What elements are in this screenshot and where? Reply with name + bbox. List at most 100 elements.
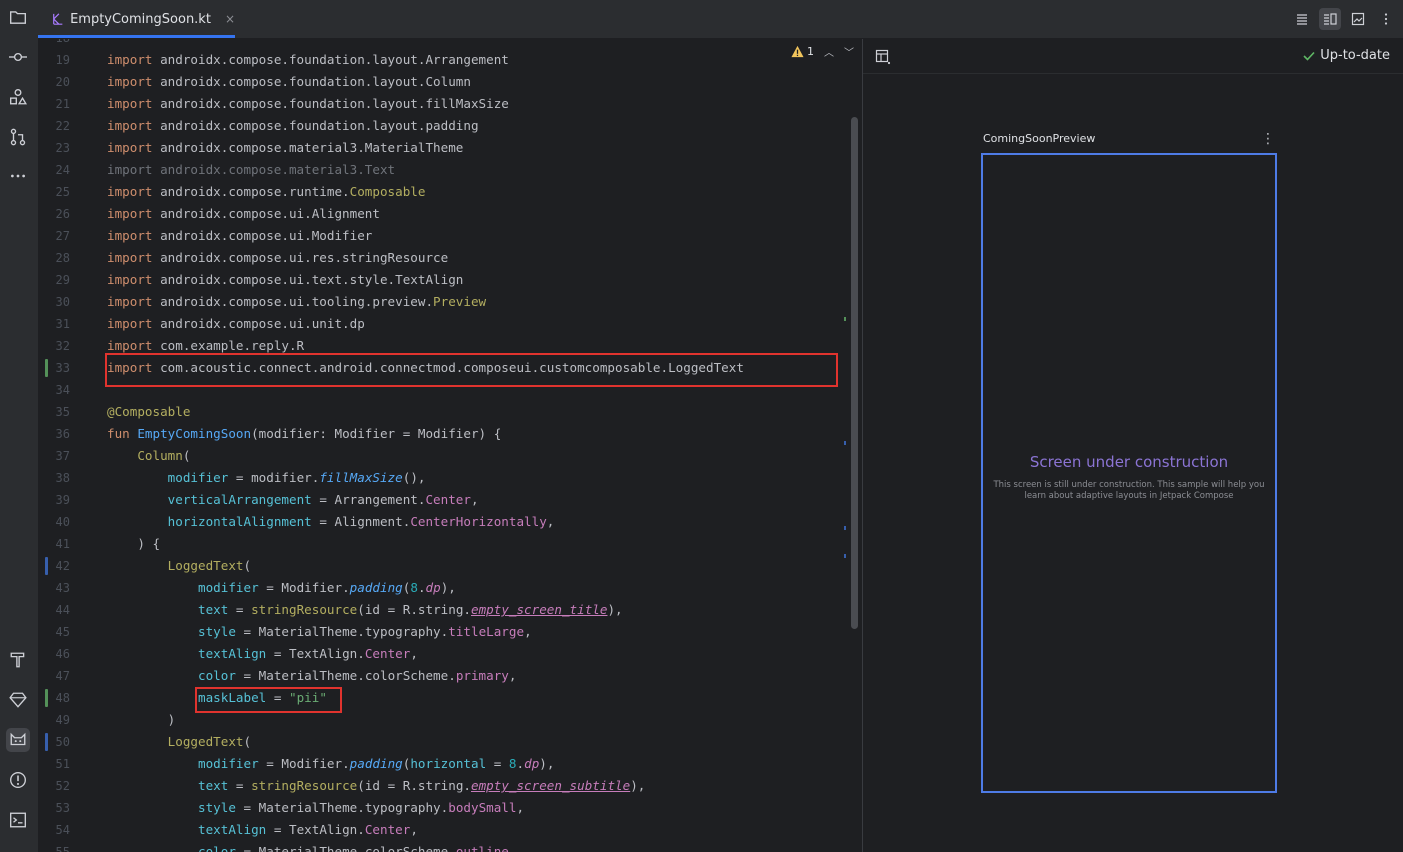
code-line[interactable]: LoggedText(	[107, 555, 251, 577]
change-marker-added[interactable]	[45, 359, 48, 377]
tab-options-icon[interactable]	[1375, 8, 1397, 30]
code-line[interactable]: verticalArrangement = Arrangement.Center…	[107, 489, 479, 511]
android-cat-icon[interactable]	[6, 728, 30, 752]
code-line[interactable]: text = stringResource(id = R.string.empt…	[107, 775, 645, 797]
code-token: androidx.compose.foundation.layout.Colum…	[152, 74, 471, 89]
preview-menu-icon[interactable]: ⋮	[1261, 131, 1275, 147]
commit-icon[interactable]	[6, 45, 30, 69]
code-line[interactable]: import androidx.compose.foundation.layou…	[107, 115, 479, 137]
code-line[interactable]: import androidx.compose.ui.Modifier	[107, 225, 372, 247]
pull-requests-icon[interactable]	[6, 125, 30, 149]
project-icon[interactable]	[6, 5, 30, 29]
build-icon[interactable]	[6, 648, 30, 672]
line-number: 46	[55, 647, 70, 661]
line-number: 54	[55, 823, 70, 837]
code-token: (	[402, 756, 411, 771]
code-line[interactable]: modifier = Modifier.padding(8.dp),	[107, 577, 456, 599]
import-highlight-box	[105, 353, 838, 387]
code-line[interactable]: import androidx.compose.ui.res.stringRes…	[107, 247, 448, 269]
code-token: import	[107, 294, 153, 309]
chevron-down-icon[interactable]: ﹀	[844, 48, 854, 59]
code-token: import	[107, 228, 153, 243]
code-token: =	[486, 756, 509, 771]
code-line[interactable]: ) {	[107, 533, 160, 555]
line-number: 51	[55, 757, 70, 771]
code-line[interactable]: horizontalAlignment = Alignment.CenterHo…	[107, 511, 555, 533]
code-line[interactable]: LoggedText(	[107, 731, 251, 753]
line-number: 41	[55, 537, 70, 551]
change-marker-modified[interactable]	[45, 733, 48, 751]
code-line[interactable]: modifier = Modifier.padding(horizontal =…	[107, 753, 554, 775]
code-token: androidx.compose.ui.tooling.preview.	[152, 294, 434, 309]
code-editor[interactable]: 1819202122232425262728293031323334353637…	[38, 39, 862, 852]
code-token: import	[107, 96, 153, 111]
check-icon	[1303, 51, 1315, 61]
code-line[interactable]: )	[107, 709, 176, 731]
code-token: import	[107, 140, 153, 155]
code-line[interactable]: text = stringResource(id = R.string.empt…	[107, 599, 623, 621]
change-marker-added[interactable]	[45, 689, 48, 707]
layout-icon[interactable]	[875, 49, 891, 65]
code-token: import	[107, 118, 153, 133]
code-line[interactable]: import androidx.compose.foundation.layou…	[107, 49, 509, 71]
code-line[interactable]: import androidx.compose.ui.unit.dp	[107, 313, 365, 335]
code-view-icon[interactable]	[1291, 8, 1313, 30]
code-line[interactable]: import com.example.reply.R	[107, 335, 304, 357]
line-number: 25	[55, 185, 70, 199]
preview-toolbar: Up-to-date	[863, 39, 1403, 74]
code-line[interactable]: import androidx.compose.ui.tooling.previ…	[107, 291, 486, 313]
code-line[interactable]: @Composable	[107, 401, 190, 423]
resource-manager-icon[interactable]	[6, 85, 30, 109]
code-line[interactable]: import androidx.compose.material3.Materi…	[107, 137, 463, 159]
editor-scrollbar[interactable]	[851, 117, 858, 629]
tab-close-icon[interactable]: ×	[224, 12, 235, 26]
problems-icon[interactable]	[6, 768, 30, 792]
change-marker-modified[interactable]	[45, 557, 48, 575]
code-line[interactable]: import androidx.compose.ui.text.style.Te…	[107, 269, 463, 291]
line-number: 19	[55, 53, 70, 67]
line-number: 18	[38, 39, 70, 49]
code-token: = Modifier.	[258, 756, 350, 771]
code-line[interactable]: color = MaterialTheme.colorScheme.outlin…	[107, 841, 516, 852]
code-line[interactable]: style = MaterialTheme.typography.titleLa…	[107, 621, 532, 643]
code-line[interactable]: import androidx.compose.material3.Text	[107, 159, 395, 181]
split-view-icon[interactable]	[1319, 8, 1341, 30]
gem-icon[interactable]	[6, 688, 30, 712]
code-token: text	[198, 602, 229, 617]
activity-bar	[0, 0, 39, 852]
code-token: maskLabel	[198, 690, 267, 705]
line-number: 30	[55, 295, 70, 309]
tab-empty-coming-soon[interactable]: EmptyComingSoon.kt ×	[38, 0, 235, 38]
more-icon[interactable]	[6, 164, 30, 188]
code-line[interactable]: import androidx.compose.runtime.Composab…	[107, 181, 425, 203]
line-number: 28	[55, 251, 70, 265]
code-line[interactable]: textAlign = TextAlign.Center,	[107, 819, 418, 841]
code-line[interactable]: import androidx.compose.ui.Alignment	[107, 203, 380, 225]
code-token: = MaterialTheme.colorScheme.	[235, 668, 456, 683]
inspection-widget[interactable]: 1 ︿ ﹀	[791, 44, 854, 59]
code-token: Center	[364, 646, 411, 661]
code-line[interactable]: style = MaterialTheme.typography.bodySma…	[107, 797, 524, 819]
code-token	[107, 756, 198, 771]
code-token: "pii"	[289, 690, 327, 705]
code-line[interactable]: maskLabel = "pii"	[107, 687, 327, 709]
chevron-up-icon[interactable]: ︿	[824, 48, 834, 59]
code-token: com.acoustic.connect.android.connectmod.…	[152, 360, 744, 375]
code-line[interactable]: fun EmptyComingSoon(modifier: Modifier =…	[107, 423, 501, 445]
line-number: 36	[55, 427, 70, 441]
code-token	[107, 646, 198, 661]
code-line[interactable]: textAlign = TextAlign.Center,	[107, 643, 418, 665]
code-token: import	[107, 52, 153, 67]
code-line[interactable]: modifier = modifier.fillMaxSize(),	[107, 467, 426, 489]
code-line[interactable]: color = MaterialTheme.colorScheme.primar…	[107, 665, 516, 687]
code-token: import	[107, 74, 153, 89]
code-line[interactable]: Column(	[107, 445, 190, 467]
design-view-icon[interactable]	[1347, 8, 1369, 30]
code-token: =	[228, 778, 252, 793]
preview-device-frame[interactable]: Screen under construction This screen is…	[981, 153, 1277, 793]
code-line[interactable]: import com.acoustic.connect.android.conn…	[107, 357, 744, 379]
code-line[interactable]: import androidx.compose.foundation.layou…	[107, 93, 509, 115]
code-line[interactable]: import androidx.compose.foundation.layou…	[107, 71, 471, 93]
terminal-icon[interactable]	[6, 808, 30, 832]
code-token: ,	[410, 822, 418, 837]
